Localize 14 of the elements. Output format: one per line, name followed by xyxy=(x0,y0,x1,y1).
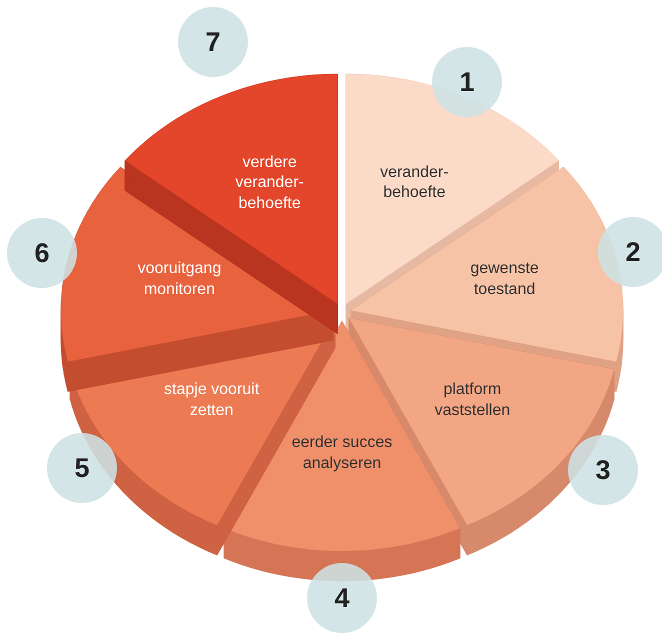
step-number: 1 xyxy=(432,47,502,117)
step-number: 4 xyxy=(307,563,377,633)
slice-label: platform vaststellen xyxy=(434,380,512,421)
step-number: 2 xyxy=(598,217,662,287)
slice-label: verander- behoefte xyxy=(379,162,450,204)
step-number: 5 xyxy=(47,433,117,503)
step-number: 3 xyxy=(568,435,638,505)
slice-label: stapje vooruit zetten xyxy=(163,380,260,421)
slice-label: verdere verander- behoefte xyxy=(234,152,305,214)
slice-label: gewenste toestand xyxy=(469,260,540,300)
step-number: 7 xyxy=(178,7,248,77)
step-number: 6 xyxy=(7,218,77,288)
slice-label: eerder succes analyseren xyxy=(290,434,394,474)
slice-label: vooruitgang monitoren xyxy=(136,260,222,300)
